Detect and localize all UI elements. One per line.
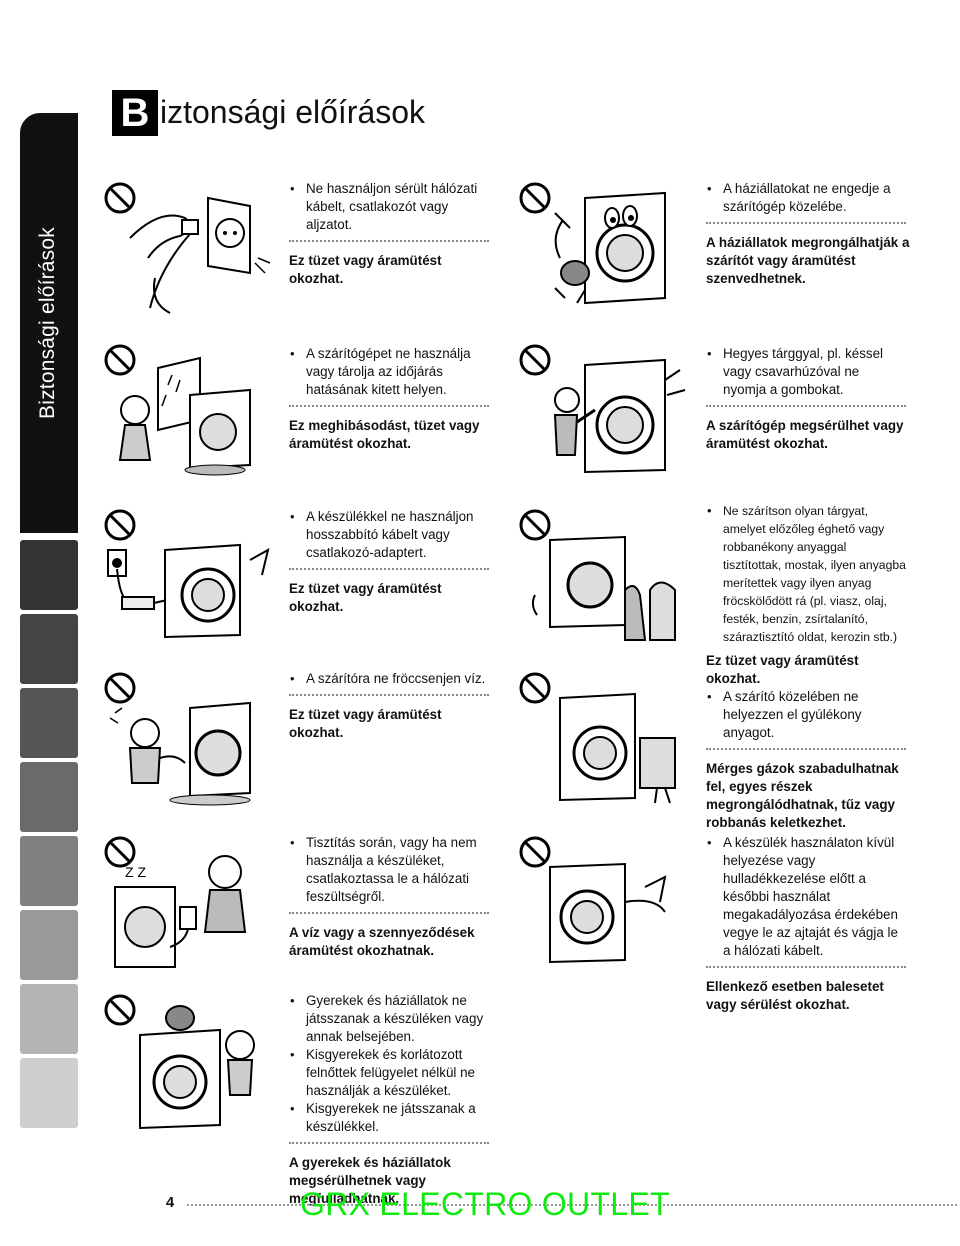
bullet-text: Ne szárítson olyan tárgyat, amelyet előz… (706, 502, 906, 646)
warning-text: A víz vagy a szennyeződések áramütést ok… (289, 925, 475, 958)
warning-text: A gyerekek és háziállatok megsérülhetnek… (289, 1155, 451, 1206)
bullet-text: A szárító közelében ne helyezzen el gyúl… (706, 688, 906, 742)
illustration-unplug-cleaning: Z Z (100, 832, 275, 972)
prohibited-icon (104, 182, 136, 214)
warning-text: Ez tüzet vagy áramütést okozhat. (289, 581, 442, 614)
bullet-text: Kisgyerekek ne játsszanak a készülékkel. (289, 1100, 509, 1136)
illustration-sharp-object (515, 340, 690, 480)
prohibited-icon (519, 509, 551, 541)
bullet-text: Kisgyerekek és korlátozott felnőttek fel… (289, 1046, 509, 1100)
section-6: Ne szárítson olyan tárgyat, amelyet előz… (706, 502, 906, 832)
divider (289, 694, 489, 696)
divider (289, 240, 489, 242)
warning-text: Ez meghibásodást, tüzet vagy áramütést o… (289, 418, 480, 451)
prohibited-icon (104, 672, 136, 704)
bullet-text: Gyerekek és háziállatok ne játsszanak a … (289, 992, 509, 1046)
prohibited-icon (519, 672, 551, 704)
section-tab-3[interactable] (20, 688, 78, 758)
section-7: A szárítóra ne fröccsenjen víz. Ez tüzet… (289, 670, 494, 742)
title-initial: B (112, 90, 158, 136)
section-tab-7[interactable] (20, 984, 78, 1054)
prohibited-icon (519, 344, 551, 376)
bullet-text: Hegyes tárggyal, pl. késsel vagy csavarh… (706, 345, 906, 399)
warning-text: Ez tüzet vagy áramütést okozhat. (289, 253, 442, 286)
prohibited-icon (519, 836, 551, 868)
side-tab: Biztonsági előírások (20, 113, 78, 533)
prohibited-icon (104, 509, 136, 541)
footer-divider (187, 1204, 957, 1206)
bullet-text: Tisztítás során, vagy ha nem használja a… (289, 834, 494, 906)
illustration-damaged-plug (100, 178, 275, 318)
divider (289, 405, 489, 407)
illustration-weather-exposure (100, 340, 275, 480)
section-3: A szárítógépet ne használja vagy tárolja… (289, 345, 494, 453)
illustration-flammable-items (515, 505, 690, 645)
section-tab-8[interactable] (20, 1058, 78, 1128)
divider (289, 1142, 489, 1144)
bullet-text: A háziállatokat ne engedje a szárítógép … (706, 180, 911, 216)
prohibited-icon (519, 182, 551, 214)
illustration-remove-door (515, 832, 690, 972)
section-1: Ne használjon sérült hálózati kábelt, cs… (289, 180, 494, 288)
illustration-children-play (100, 990, 275, 1130)
page-number: 4 (165, 1194, 175, 1211)
divider (289, 912, 489, 914)
illustration-flammable-near (515, 668, 690, 808)
bullet-text: Ne használjon sérült hálózati kábelt, cs… (289, 180, 494, 234)
warning-text: Ez tüzet vagy áramütést okozhat. (706, 653, 859, 686)
section-9: A készülék használaton kívül helyezése v… (706, 834, 906, 1014)
section-tab-6[interactable] (20, 910, 78, 980)
warning-text: Ez tüzet vagy áramütést okozhat. (289, 707, 442, 740)
warning-text: Ellenkező esetben balesetet vagy sérülés… (706, 979, 884, 1012)
section-10: Gyerekek és háziállatok ne játsszanak a … (289, 992, 509, 1208)
divider (706, 405, 906, 407)
divider (706, 748, 906, 750)
bullet-text: A szárítógépet ne használja vagy tárolja… (289, 345, 494, 399)
section-5: A készülékkel ne használjon hosszabbító … (289, 508, 489, 616)
section-tab-2[interactable] (20, 614, 78, 684)
section-tab-1[interactable] (20, 540, 78, 610)
bullet-text: A szárítóra ne fröccsenjen víz. (289, 670, 494, 688)
section-8: Tisztítás során, vagy ha nem használja a… (289, 834, 494, 960)
prohibited-icon (104, 994, 136, 1026)
illustration-extension-cord (100, 505, 275, 645)
prohibited-icon (104, 836, 136, 868)
warning-text: A háziállatok megrongálhatják a szárítót… (706, 235, 910, 286)
bullet-text: A készülékkel ne használjon hosszabbító … (289, 508, 489, 562)
illustration-pet-near-dryer (515, 178, 690, 318)
warning-text: Mérges gázok szabadulhatnak fel, egyes r… (706, 761, 899, 830)
divider (706, 222, 906, 224)
section-tab-5[interactable] (20, 836, 78, 906)
svg-text:Z Z: Z Z (125, 864, 146, 880)
side-tab-label: Biztonsági előírások (36, 227, 59, 419)
warning-text: A szárítógép megsérülhet vagy áramütést … (706, 418, 904, 451)
divider (289, 568, 489, 570)
divider (706, 966, 906, 968)
brand-watermark: GRX ELECTRO OUTLET (300, 1186, 670, 1222)
section-4: Hegyes tárggyal, pl. késsel vagy csavarh… (706, 345, 906, 453)
page-title: iztonsági előírások (160, 94, 426, 130)
prohibited-icon (104, 344, 136, 376)
section-tab-4[interactable] (20, 762, 78, 832)
illustration-water-splash (100, 668, 275, 808)
bullet-text: A készülék használaton kívül helyezése v… (706, 834, 906, 960)
section-2: A háziállatokat ne engedje a szárítógép … (706, 180, 911, 288)
